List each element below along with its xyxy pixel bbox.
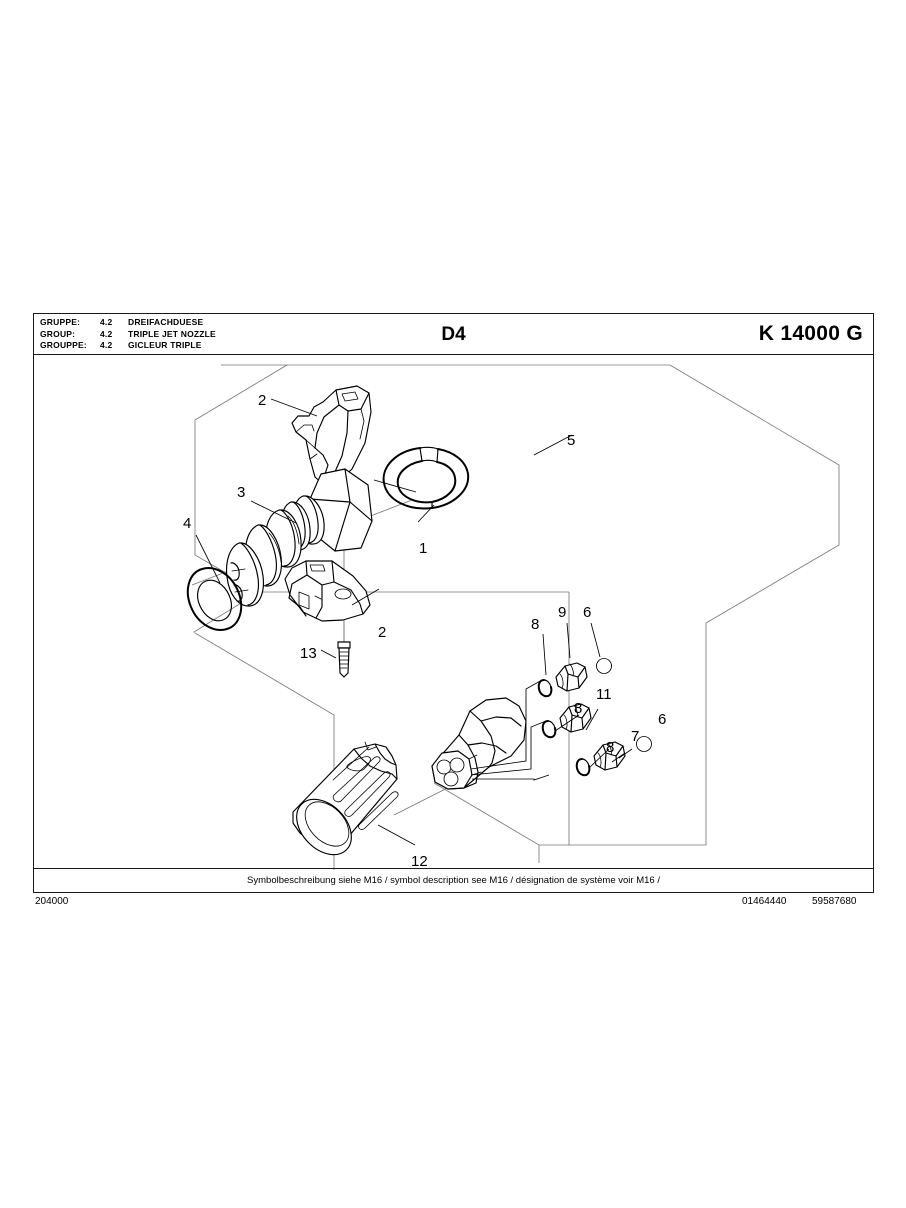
symbol-description-note: Symbolbeschreibung siehe M16 / symbol de… <box>34 868 873 892</box>
part-o-ring-6a <box>596 658 612 674</box>
group-name-en: TRIPLE JET NOZZLE <box>128 328 216 339</box>
part-o-ring-6b <box>636 736 652 752</box>
sheet-footer: 204000 01464440 59587680 <box>33 896 874 912</box>
group-boundary-lower <box>538 592 570 863</box>
part-seal-washer-8b <box>541 720 557 739</box>
part-seal-washer-8c <box>575 758 591 777</box>
sheet-code: D4 <box>441 324 466 345</box>
callout-leader-12 <box>377 824 416 846</box>
callout-9: 9 <box>558 604 566 621</box>
callout-2-lower: 2 <box>378 624 386 641</box>
callout-7: 7 <box>631 728 639 745</box>
nozzle-port-leaders <box>470 679 550 781</box>
group-row-fr: GROUPPE: 4.2 GICLEUR TRIPLE <box>40 340 216 352</box>
group-name-de: DREIFACHDUESE <box>128 317 204 327</box>
callout-leader-13 <box>320 649 337 659</box>
exploded-diagram-svg: .ln { stroke:#000; stroke-width:1.15; fi… <box>183 364 840 870</box>
callout-5: 5 <box>567 432 575 449</box>
drawing-number: 204000 <box>35 896 69 907</box>
callout-8-a: 8 <box>531 616 539 633</box>
group-designation-block: GRUPPE: 4.2 DREIFACHDUESE GROUP: 4.2 TRI… <box>40 317 216 352</box>
part-clamp-upper <box>291 385 372 486</box>
part-screw <box>337 620 351 678</box>
title-block: GRUPPE: 4.2 DREIFACHDUESE GROUP: 4.2 TRI… <box>34 314 873 355</box>
callout-8-c: 8 <box>606 739 614 756</box>
model-code: K 14000 G <box>758 322 863 345</box>
group-label-en: GROUP: <box>40 328 76 339</box>
drawing-frame: GRUPPE: 4.2 DREIFACHDUESE GROUP: 4.2 TRI… <box>33 313 874 893</box>
callout-6-b: 6 <box>658 711 666 728</box>
exploded-diagram: .ln { stroke:#000; stroke-width:1.15; fi… <box>34 355 873 870</box>
callout-12: 12 <box>411 853 428 870</box>
group-boundary-outer <box>193 364 840 870</box>
callout-6-a: 6 <box>583 604 591 621</box>
group-number-fr: 4.2 <box>100 340 113 350</box>
part-nozzle-insert-7 <box>593 741 626 771</box>
callout-leader-2-upper <box>270 398 318 417</box>
part-clamp-lower <box>284 560 371 622</box>
part-o-ring-large <box>186 567 243 631</box>
callout-3: 3 <box>237 484 245 501</box>
callout-1: 1 <box>419 540 427 557</box>
part-nozzle-head <box>431 697 527 790</box>
group-number-en: 4.2 <box>100 328 113 339</box>
part-nozzle-sleeve <box>292 741 399 856</box>
group-label-fr: GROUPPE: <box>40 340 87 350</box>
group-label-de: GRUPPE: <box>40 317 81 327</box>
group-row-de: GRUPPE: 4.2 DREIFACHDUESE <box>40 317 216 329</box>
group-number-de: 4.2 <box>100 317 113 327</box>
callout-8-b: 8 <box>574 700 582 717</box>
callout-leader-4 <box>195 534 221 584</box>
part-seal-washer-8a <box>537 679 553 698</box>
callout-4: 4 <box>183 515 191 532</box>
part-number-1: 01464440 <box>742 896 787 907</box>
callout-leader-3 <box>250 500 297 524</box>
callout-2-upper: 2 <box>258 392 266 409</box>
callout-leader-5 <box>533 434 573 456</box>
group-row-en: GROUP: 4.2 TRIPLE JET NOZZLE <box>40 329 216 341</box>
part-valve-spindle <box>225 468 373 607</box>
callout-leader-2-lower <box>351 588 380 606</box>
part-nozzle-insert-9 <box>555 662 588 692</box>
callout-13: 13 <box>300 645 317 662</box>
symbol-description-text: Symbolbeschreibung siehe M16 / symbol de… <box>247 875 660 886</box>
part-number-2: 59587680 <box>812 896 857 907</box>
part-snap-ring <box>382 446 470 510</box>
callout-numbers: 2 1 3 4 5 2 13 8 9 6 11 8 6 7 8 12 <box>183 392 666 870</box>
callout-leaders-small-parts <box>542 622 633 769</box>
group-name-fr: GICLEUR TRIPLE <box>128 340 202 350</box>
callout-11: 11 <box>596 686 612 703</box>
callout-leader-1 <box>373 479 435 523</box>
